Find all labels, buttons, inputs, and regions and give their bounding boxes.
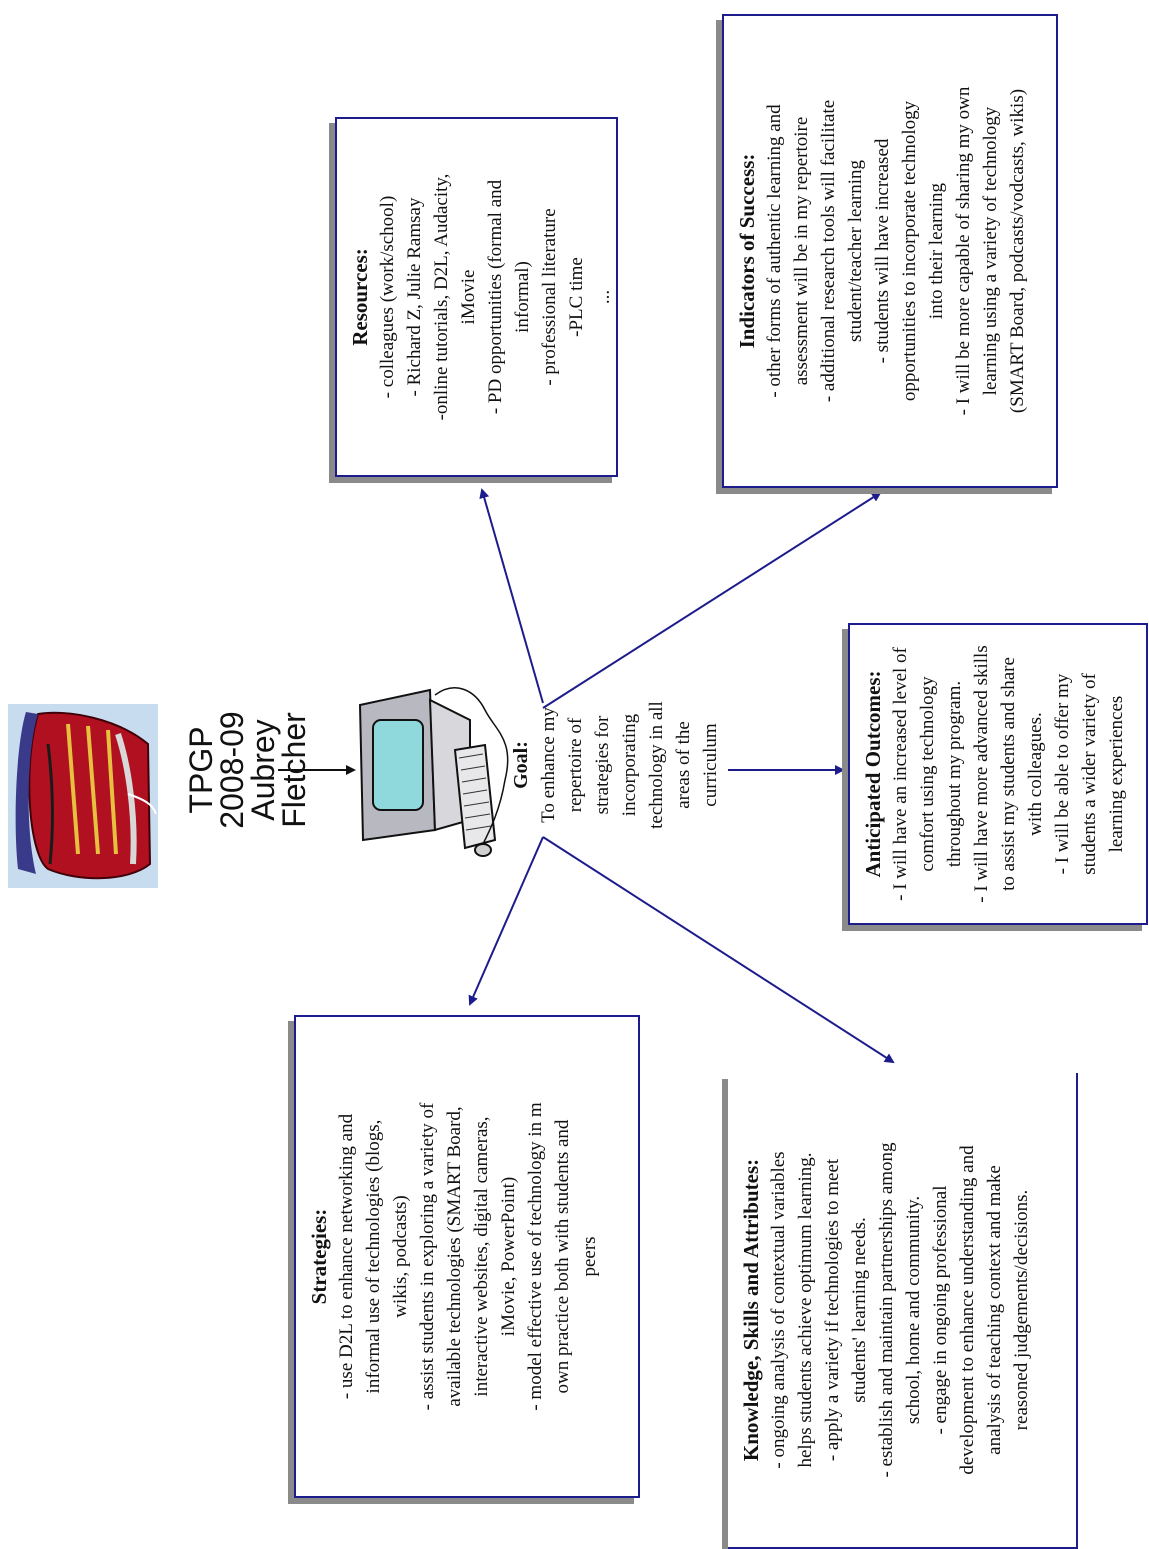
indicators-line: into their learning	[926, 182, 947, 320]
running-shoe-clipart	[8, 704, 158, 888]
outcomes-line: with colleagues.	[1025, 712, 1046, 836]
outcomes-line: comfort using technology	[917, 676, 938, 872]
knowledge-heading: Knowledge, Skills and Attributes:	[739, 1158, 763, 1462]
knowledge-line: analysis of teaching context and make	[984, 1165, 1005, 1455]
resources-line: -PLC time	[566, 257, 587, 337]
indicators-line: - additional research tools will facilit…	[818, 99, 839, 403]
indicators-line: (SMART Board, podcasts/vodcasts, wikis)	[1007, 88, 1028, 414]
goal-line: areas of the	[673, 721, 694, 809]
strategies-heading: Strategies:	[307, 1208, 331, 1305]
goal-to-resources-arrow	[479, 488, 544, 704]
outcomes-line: throughout my program.	[944, 680, 965, 868]
indicators-line: learning using a variety of technology	[980, 106, 1001, 396]
goal-line: incorporating	[619, 713, 640, 817]
knowledge-line: students' learning needs.	[849, 1217, 870, 1403]
outcomes-heading: Anticipated Outcomes:	[861, 670, 885, 878]
knowledge-line: helps students achieve optimum learning.	[795, 1152, 816, 1468]
resources-line: iMovie	[458, 269, 479, 325]
strategies-line: - assist students in exploring a variety…	[417, 1102, 438, 1411]
goal-line: strategies for	[592, 715, 613, 815]
outcomes-line: - I will be able to offer my	[1052, 673, 1073, 875]
strategies-box: Strategies: - use D2L to enhance network…	[294, 1015, 640, 1498]
indicators-heading: Indicators of Success:	[735, 153, 759, 349]
outcomes-line: - I will have more advanced skills	[971, 645, 992, 903]
knowledge-line: - engage in ongoing professional	[930, 1185, 951, 1435]
title-block: TPGP 2008-09 Aubrey Fletcher	[183, 640, 312, 900]
knowledge-box: Knowledge, Skills and Attributes: - ongo…	[728, 1073, 1078, 1549]
goal-line: technology in all	[646, 701, 667, 829]
indicators-line: opportunities to incorporate technology	[899, 100, 920, 402]
outcomes-line: learning experiences	[1106, 695, 1127, 853]
strategies-line: interactive websites, digital cameras,	[471, 1116, 492, 1397]
goal-to-knowledge-arrow	[542, 836, 895, 1064]
outcomes-line: students a wider variety of	[1079, 673, 1100, 875]
indicators-box: Indicators of Success: - other forms of …	[722, 14, 1058, 488]
knowledge-line: development to enhance understanding and	[957, 1145, 978, 1475]
goal-to-strategies-arrow	[468, 836, 544, 1006]
strategies-line: wikis, podcasts)	[390, 1195, 411, 1318]
outcomes-box: Anticipated Outcomes: - I will have an i…	[848, 623, 1148, 925]
resources-line: - PD opportunities (formal and	[485, 179, 506, 415]
resources-heading: Resources:	[348, 248, 372, 346]
strategies-line: peers	[579, 1236, 600, 1277]
outcomes-line: - I will have an increased level of	[890, 647, 911, 901]
strategies-line: own practice both with students and	[552, 1119, 573, 1394]
title-line: Fletcher	[276, 712, 312, 828]
knowledge-line: school, home and community.	[903, 1195, 924, 1425]
resources-box: Resources: - colleagues (work/school) - …	[335, 117, 618, 477]
knowledge-line: reasoned judgements/decisions.	[1011, 1189, 1032, 1431]
indicators-line: assessment will be in my repertoire	[791, 116, 812, 386]
goal-to-indicators-arrow	[542, 491, 882, 709]
title-line: TPGP	[183, 726, 219, 814]
strategies-line: available technologies (SMART Board,	[444, 1106, 465, 1407]
outcomes-line: to assist my students and share	[998, 657, 1019, 891]
resources-line: informal)	[512, 261, 533, 333]
title-line: Aubrey	[245, 719, 281, 821]
strategies-line: - use D2L to enhance networking and	[336, 1113, 357, 1400]
resources-line: - Richard Z, Julie Ramsay	[404, 197, 425, 397]
indicators-line: - I will be more capable of sharing my o…	[953, 86, 974, 416]
goal-line: repertoire of	[565, 717, 586, 813]
strategies-line: informal use of technologies (blogs,	[363, 1119, 384, 1394]
goal-heading: Goal:	[510, 741, 532, 789]
knowledge-line: - ongoing analysis of contextual variabl…	[768, 1151, 789, 1469]
computer-clipart	[358, 687, 509, 857]
resources-line: - colleagues (work/school)	[377, 195, 398, 399]
strategies-line: - model effective use of technology in m	[525, 1102, 546, 1411]
strategies-line: iMovie, PowerPoint)	[498, 1176, 519, 1337]
title-line: 2008-09	[214, 711, 250, 829]
goal-block: Goal: To enhance my repertoire of strate…	[508, 625, 724, 905]
indicators-line: - students will have increased	[872, 138, 893, 364]
knowledge-line: - apply a variety if technologies to mee…	[822, 1158, 843, 1462]
resources-line: -online tutorials, D2L, Audacity,	[431, 173, 452, 421]
indicators-line: - other forms of authentic learning and	[764, 104, 785, 398]
goal-line: curriculum	[700, 723, 721, 807]
knowledge-line: - establish and maintain partnerships am…	[876, 1142, 897, 1478]
resources-line: - professional literature	[539, 208, 560, 386]
goal-line: To enhance my	[538, 707, 559, 823]
indicators-line: student/teacher learning	[845, 160, 866, 343]
resources-line: ...	[593, 289, 614, 305]
